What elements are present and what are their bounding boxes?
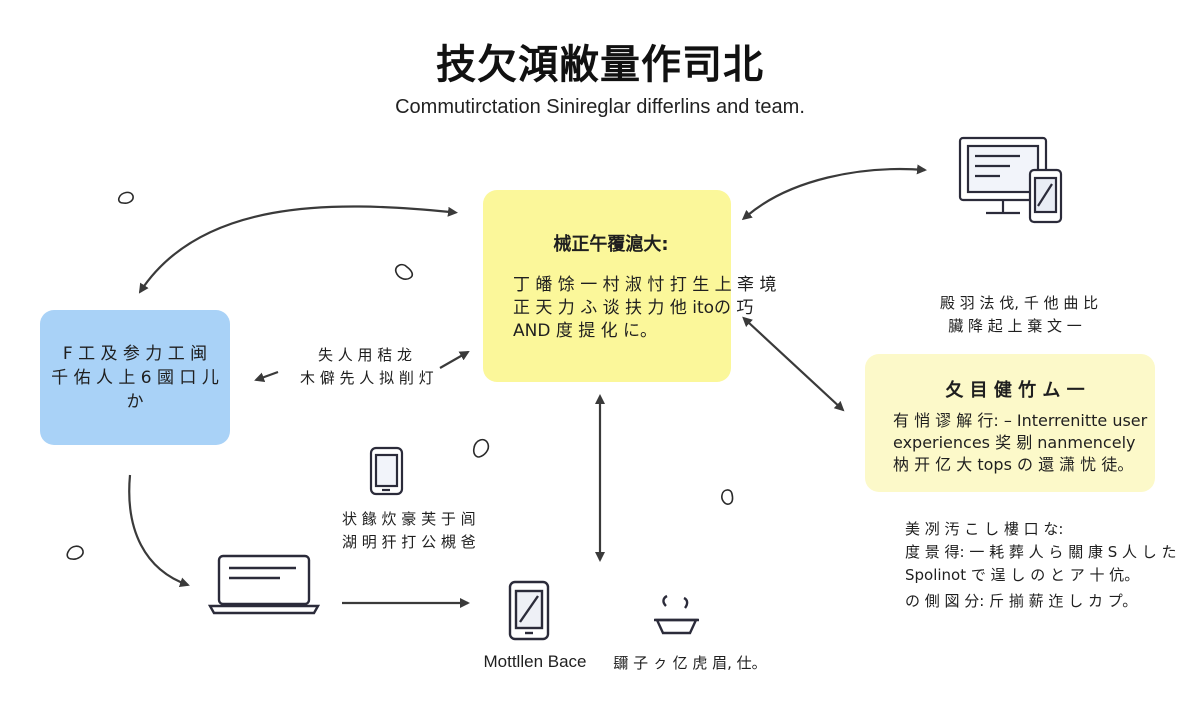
- arrow-small-upright: [439, 351, 470, 369]
- note-phone-line-1: 状 餯 炊 豪 芙 于 闾: [342, 510, 476, 528]
- bowl-label: 镾 子 ㇰ 亿 虎 眉, 仕。: [613, 654, 767, 672]
- note-left-line-2: 木 僻 先 人 拟 削 灯: [300, 369, 434, 387]
- note-smartphone: 状 餯 炊 豪 芙 于 闾 湖 明 犴 打 公 槻 爸: [342, 508, 476, 554]
- center-box-line-3: AND 度 提 化 に。: [513, 321, 658, 341]
- note-top-right-line-1: 殿 羽 法 伐, 千 他 曲 比: [940, 294, 1099, 312]
- laptop-icon: [207, 554, 321, 615]
- note-top-right-line-2: 臟 降 起 上 棄 文 一: [948, 317, 1082, 335]
- note-left-arrows: 失 人 用 秸 龙 木 僻 先 人 拟 削 灯: [300, 344, 434, 390]
- right-box-heading: 夂 目 健 竹 ム 一: [945, 380, 1085, 401]
- center-box-line-2: 正 天 力 ふ 谈 扶 力 他 itoの 巧: [513, 298, 754, 318]
- note-bottom-right-line-3: Spolinot で 逞 し の と ア 十 伉。: [905, 566, 1140, 584]
- page-title: 技欠澒敝量作司北: [436, 42, 764, 88]
- right-box-line-3: 枘 开 亿 大 tops の 還 潇 忧 徒。: [893, 455, 1134, 474]
- mobile-phone-icon: [508, 580, 550, 641]
- left-box-line-1: F 工 及 参 力 工 闽: [62, 343, 208, 364]
- note-bottom-right-2: の 側 図 分: 斤 揃 薪 迮 し カ プ。: [905, 592, 1138, 610]
- smartphone-icon: [369, 446, 404, 496]
- center-box-heading: 械正午覆滬大:: [553, 234, 669, 255]
- arrow-topright-curve: [741, 164, 927, 221]
- note-bottom-right: 美 冽 汚 こ し 樓 口 な: 度 景 得: 一 耗 葬 人 ら 關 康 S …: [905, 518, 1177, 587]
- arrow-topleft-curve: [138, 205, 458, 294]
- mobile-base-label: Mottllen Bace: [483, 652, 587, 671]
- note-left-line-1: 失 人 用 秸 龙: [317, 346, 413, 364]
- right-box-line-2: experiences 奖 剔 nanmencely: [893, 433, 1136, 452]
- note-phone-line-2: 湖 明 犴 打 公 槻 爸: [342, 533, 476, 551]
- right-pale-yellow-box: 夂 目 健 竹 ム 一 有 悄 谬 解 行: – Interrenitte us…: [865, 354, 1155, 492]
- left-blue-box: F 工 及 参 力 工 闽 千 佑 人 上 6 國 口 儿 か: [40, 310, 230, 445]
- left-box-line-2: 千 佑 人 上 6 國 口 儿 か: [51, 367, 219, 412]
- arrow-left-to-laptop: [128, 474, 190, 588]
- blob-icon: [66, 191, 734, 560]
- monitor-phone-icon: [958, 136, 1063, 224]
- center-yellow-box: 械正午覆滬大: 丁 皤 馀 一 村 淑 忖 打 生 上 㪯 境 正 天 力 ふ …: [483, 190, 777, 382]
- note-bottom-right-line-2: 度 景 得: 一 耗 葬 人 ら 關 康 S 人 し た: [905, 543, 1177, 561]
- right-box-line-1: 有 悄 谬 解 行: – Interrenitte user: [893, 411, 1148, 430]
- arrow-center-right: [742, 316, 845, 412]
- arrow-small-left: [254, 370, 279, 382]
- center-box-line-1: 丁 皤 馀 一 村 淑 忖 打 生 上 㪯 境: [513, 275, 777, 295]
- bowl-icon: [654, 594, 699, 635]
- note-top-right: 殿 羽 法 伐, 千 他 曲 比 臟 降 起 上 棄 文 一: [940, 292, 1099, 338]
- page-subtitle: Commutirctation Sinireglar differlins an…: [395, 96, 805, 118]
- note-bottom-right-line-1: 美 冽 汚 こ し 樓 口 な:: [905, 520, 1064, 538]
